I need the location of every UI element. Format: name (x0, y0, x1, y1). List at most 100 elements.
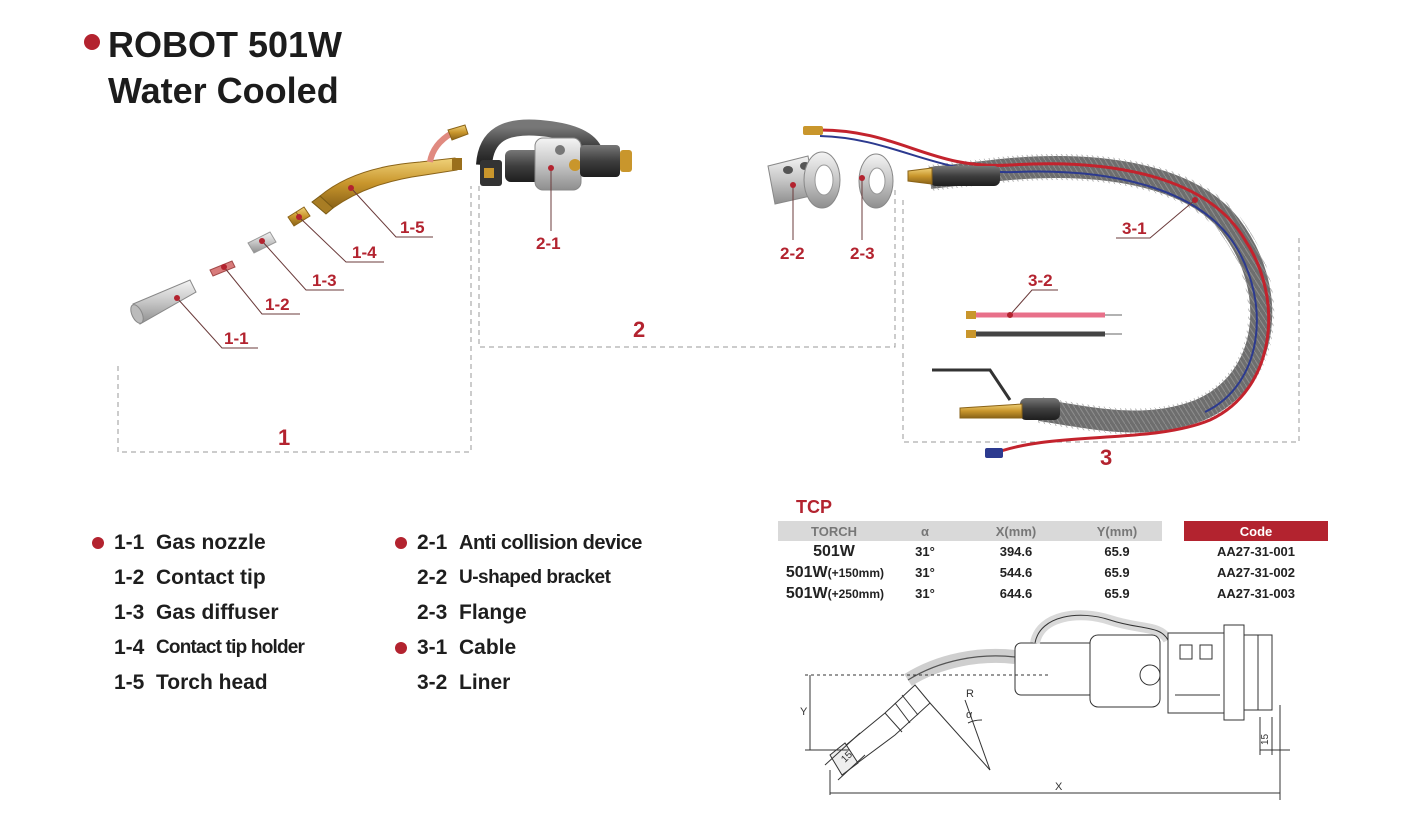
part-item: 2-2 U-shaped bracket (417, 566, 611, 590)
table-row: 501W 31° 394.6 65.9 AA27-31-001 (778, 541, 1328, 562)
part-item: 1-4 Contact tip holder (114, 636, 305, 660)
dim-label-r: R (966, 688, 974, 700)
part-name: Flange (459, 601, 527, 624)
part-item: 1-5 Torch head (114, 671, 268, 695)
tcp-header-row: TORCH α X(mm) Y(mm) Code (778, 521, 1328, 541)
group-label-3: 3 (1100, 445, 1112, 470)
callout-1-3: 1-3 (312, 271, 337, 290)
tcp-header-y: Y(mm) (1072, 521, 1162, 541)
leader-1-2 (223, 266, 300, 315)
flange-part (858, 153, 894, 209)
callout-1-5: 1-5 (400, 218, 425, 237)
part-code: 1-1 (114, 531, 145, 554)
tcp-code: AA27-31-003 (1216, 586, 1296, 601)
part-name: Contact tip (156, 566, 266, 589)
tcp-title: TCP (796, 497, 832, 517)
gas-nozzle-part (130, 279, 197, 325)
part-name: Contact tip holder (156, 637, 305, 658)
tcp-code: AA27-31-002 (1216, 565, 1296, 580)
tcp-header-code: Code (1184, 521, 1328, 541)
u-shaped-bracket-part (767, 151, 841, 209)
tcp-x: 644.6 (999, 586, 1033, 601)
tcp-header-x: X(mm) (960, 521, 1072, 541)
callout-2-1: 2-1 (536, 234, 561, 253)
part-code: 2-1 (417, 531, 448, 554)
tcp-model: 501W(+250mm) (785, 584, 884, 602)
tcp-header-torch: TORCH (778, 521, 890, 541)
liner-part (966, 311, 1122, 338)
leader-1-5 (350, 187, 433, 238)
table-row: 501W(+150mm) 31° 544.6 65.9 AA27-31-002 (778, 562, 1328, 583)
part-item: 3-1 Cable (395, 636, 517, 660)
callout-2-2: 2-2 (780, 244, 805, 263)
tcp-x: 544.6 (999, 565, 1033, 580)
callout-3-2: 3-2 (1028, 271, 1053, 290)
anti-collision-device-part (476, 119, 632, 191)
part-name: Gas diffuser (156, 601, 279, 624)
torch-head-part (311, 124, 469, 215)
group-3-box (902, 200, 1300, 443)
tcp-model: 501W(+150mm) (785, 563, 884, 581)
part-item: 1-3 Gas diffuser (114, 601, 279, 625)
part-code: 1-4 (114, 636, 145, 659)
part-item: 3-2 Liner (417, 671, 510, 695)
part-item: 1-1 Gas nozzle (92, 531, 266, 555)
part-code: 1-5 (114, 671, 145, 694)
callout-1-4: 1-4 (352, 243, 377, 262)
part-item: 2-3 Flange (417, 601, 527, 625)
tcp-alpha: 31° (915, 544, 935, 559)
part-name: U-shaped bracket (459, 567, 611, 588)
callout-3-1: 3-1 (1122, 219, 1147, 238)
part-code: 2-3 (417, 601, 448, 624)
part-code: 2-2 (417, 566, 448, 589)
title-line-2: Water Cooled (108, 70, 339, 111)
group-label-2: 2 (633, 317, 645, 342)
tcp-table: TORCH α X(mm) Y(mm) Code 501W 31° 394.6 … (778, 521, 1328, 604)
tcp-alpha: 31° (915, 586, 935, 601)
group-2-box (478, 186, 896, 348)
part-name: Cable (459, 636, 517, 659)
dim-label-y: Y (800, 706, 808, 718)
dimension-drawing: Y X R α 15 15 (800, 610, 1290, 800)
tcp-model: 501W (813, 542, 855, 560)
part-code: 3-1 (417, 636, 448, 659)
callout-1-1: 1-1 (224, 329, 249, 348)
tcp-y: 65.9 (1104, 586, 1130, 601)
table-row: 501W(+250mm) 31° 644.6 65.9 AA27-31-003 (778, 583, 1328, 604)
tcp-y: 65.9 (1104, 565, 1130, 580)
callout-1-2: 1-2 (265, 295, 290, 314)
tcp-header-gap (1162, 521, 1184, 541)
dim-label-x: X (1055, 781, 1063, 793)
part-name: Liner (459, 671, 511, 694)
tcp-code: AA27-31-001 (1216, 544, 1296, 559)
page-title: ROBOT 501W Water Cooled (108, 22, 342, 114)
leader-3-1 (1116, 199, 1196, 239)
leader-1-4 (298, 216, 384, 263)
tcp-header-alpha: α (890, 521, 960, 541)
callout-2-3: 2-3 (850, 244, 875, 263)
dim-label-15-flange: 15 (1260, 733, 1271, 745)
part-item: 2-1 Anti collision device (395, 531, 642, 555)
leader-1-1 (176, 297, 258, 349)
tcp-y: 65.9 (1104, 544, 1130, 559)
dim-label-alpha: α (966, 709, 973, 721)
part-bullet (92, 537, 104, 549)
part-item: 1-2 Contact tip (114, 566, 266, 590)
exploded-diagram: 1-1 1-2 1-3 1-4 1-5 2-1 2-2 2-3 3-1 3-2 … (117, 119, 1300, 470)
cable-part (803, 126, 1275, 458)
leader-1-3 (261, 240, 344, 291)
tcp-alpha: 31° (915, 565, 935, 580)
tcp-x: 394.6 (999, 544, 1033, 559)
part-code: 3-2 (417, 671, 448, 694)
group-1-box (117, 186, 472, 453)
title-bullet (84, 34, 100, 50)
part-code: 1-3 (114, 601, 145, 624)
part-name: Gas nozzle (156, 531, 266, 554)
part-bullet (395, 537, 407, 549)
part-name: Torch head (156, 671, 268, 694)
leader-3-2 (1009, 289, 1058, 316)
part-bullet (395, 642, 407, 654)
part-code: 1-2 (114, 566, 145, 589)
group-label-1: 1 (278, 425, 290, 450)
part-name: Anti collision device (459, 531, 642, 554)
